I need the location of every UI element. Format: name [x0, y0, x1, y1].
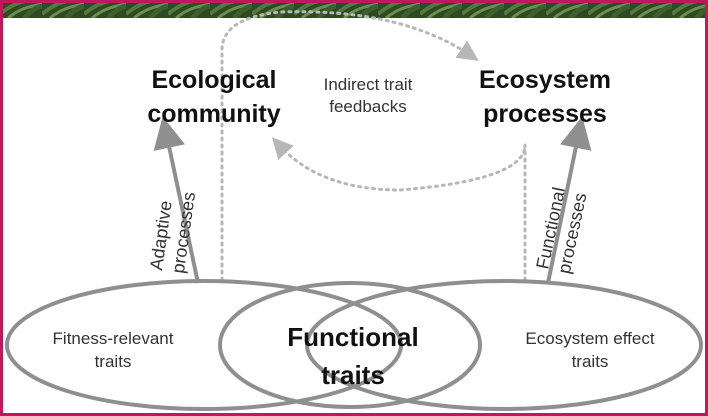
fitness-relevant-traits-line1: Fitness-relevant — [53, 329, 174, 348]
ecological-community-line2: community — [147, 100, 280, 128]
ecosystem-processes-line2: processes — [483, 100, 607, 128]
ecosystem-effect-traits-line2: traits — [572, 352, 609, 371]
functional-traits-ellipse — [218, 281, 482, 409]
fitness-relevant-traits-ellipse — [5, 279, 403, 411]
indirect-trait-feedbacks-line1: Indirect trait — [324, 75, 413, 94]
functional-traits-line2: traits — [321, 360, 385, 390]
ecosystem-effect-traits-line1: Ecosystem effect — [525, 329, 654, 348]
indirect-feedback-top-arrow — [220, 10, 479, 282]
indirect-feedback-bottom-arrow — [271, 137, 527, 282]
adaptive-processes-arrow — [153, 116, 200, 284]
ecosystem-effect-traits-ellipse — [305, 279, 703, 411]
functional-processes-arrow — [546, 116, 592, 284]
foliage-strip — [0, 0, 708, 18]
ecosystem-processes-line1: Ecosystem — [479, 66, 611, 94]
fitness-relevant-traits-line2: traits — [95, 352, 132, 371]
indirect-trait-feedbacks-line2: feedbacks — [329, 97, 407, 116]
ecological-community-line1: Ecological — [151, 66, 276, 94]
functional-traits-line1: Functional — [287, 322, 418, 352]
